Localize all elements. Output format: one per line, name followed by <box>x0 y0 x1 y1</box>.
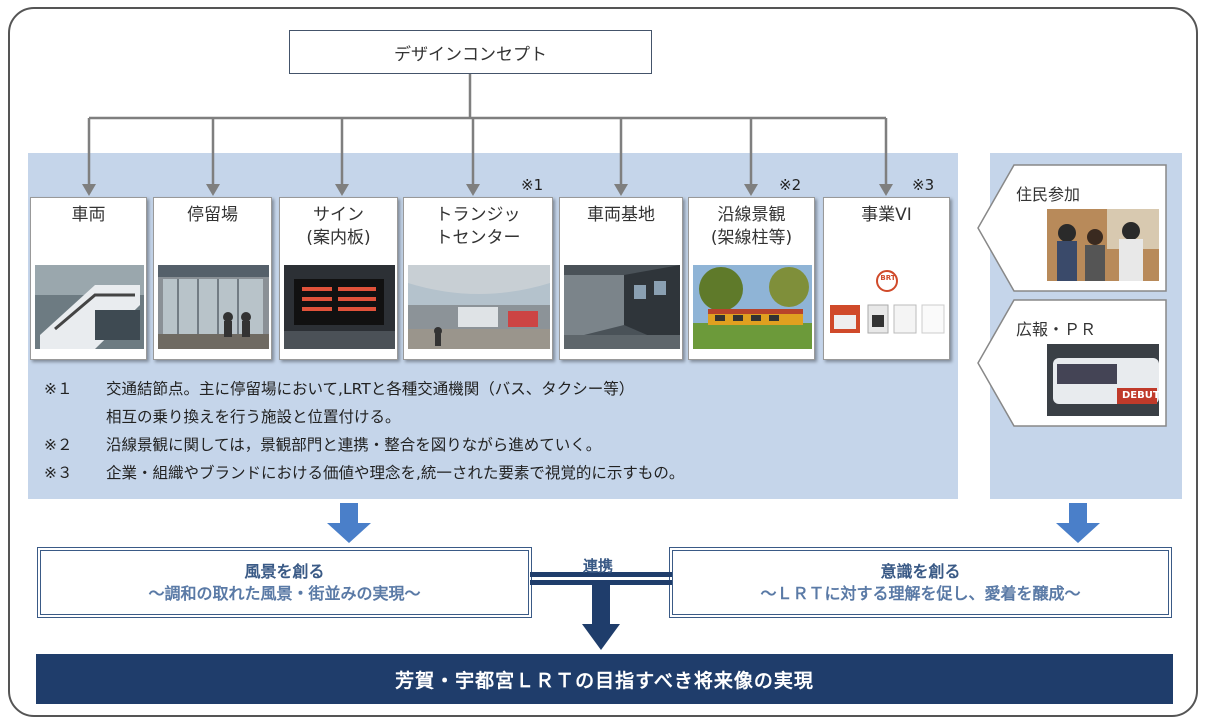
resident-participation-photo <box>1047 209 1159 281</box>
public-relations-photo <box>1047 344 1159 416</box>
note-mark: ※１ <box>44 380 73 398</box>
note-3: ※３ 企業・組織やブランドにおける価値や理念を,統一された要素で視覚的に示すもの。 <box>44 461 684 483</box>
note-text: 企業・組織やブランドにおける価値や理念を,統一された要素で視覚的に示すもの。 <box>106 464 685 482</box>
card-label: 停留場 <box>187 205 238 225</box>
result-box-awareness: 意識を創る ～ＬＲＴに対する理解を促し、愛着を醸成～ <box>669 547 1172 618</box>
card-label: トランジットセンター <box>435 205 521 248</box>
card-vehicle: 車両 <box>30 197 147 360</box>
card-sign: サイン(案内板) <box>279 197 398 360</box>
brt-logo-text: BRT <box>880 274 896 282</box>
note-mark: ※３ <box>44 464 73 482</box>
card-label: 車両 <box>71 205 106 225</box>
down-arrow-right <box>1056 503 1100 543</box>
sign-photo <box>284 265 395 349</box>
business-vi-photo <box>828 265 947 349</box>
transit-center-photo <box>408 265 550 349</box>
note-text: 交通結節点。主に停留場において,LRTと各種交通機関（バス、タクシー等） <box>106 380 635 398</box>
stop-photo <box>158 265 269 349</box>
note-mark: ※２ <box>44 436 73 454</box>
design-concept-box: デザインコンセプト <box>289 30 652 74</box>
card-label: 沿線景観(架線柱等) <box>710 205 793 248</box>
roadside-landscape-photo <box>693 265 812 349</box>
link-label: 連携 <box>583 557 614 575</box>
debut-text: DEBUT <box>1122 390 1160 401</box>
result-subtitle: ～調和の取れた風景・街並みの実現～ <box>148 584 421 603</box>
side-card-public-relations: 広報・ＰＲ DEBUT <box>976 298 1168 428</box>
card-stop: 停留場 <box>153 197 272 360</box>
result-box-landscape: 風景を創る ～調和の取れた風景・街並みの実現～ <box>37 547 532 618</box>
card-transit-center: トランジットセンター <box>403 197 553 360</box>
note-2: ※２ 沿線景観に関しては，景観部門と連携・整合を図りながら進めていく。 <box>44 433 601 455</box>
result-title: 意識を創る <box>880 562 961 581</box>
diagram-frame <box>8 7 1198 717</box>
link-connector <box>530 572 672 650</box>
card-depot: 車両基地 <box>559 197 683 360</box>
result-subtitle: ～ＬＲＴに対する理解を促し、愛着を醸成～ <box>760 584 1081 603</box>
note-1-cont: 相互の乗り換えを行う施設と位置付ける。 <box>44 405 401 427</box>
goal-banner: 芳賀・宇都宮ＬＲＴの目指すべき将来像の実現 <box>36 654 1173 704</box>
note-mark-1: ※1 <box>521 176 544 194</box>
note-text: 相互の乗り換えを行う施設と位置付ける。 <box>106 408 401 426</box>
side-card-resident-participation: 住民参加 <box>976 163 1168 293</box>
card-roadside-landscape: 沿線景観(架線柱等) <box>688 197 815 360</box>
result-title: 風景を創る <box>244 562 325 581</box>
card-label: 事業VI <box>861 205 912 225</box>
vehicle-photo <box>35 265 144 349</box>
note-text: 沿線景観に関しては，景観部門と連携・整合を図りながら進めていく。 <box>106 436 602 454</box>
note-mark-2: ※2 <box>779 176 802 194</box>
card-label: 車両基地 <box>587 205 655 225</box>
card-label: サイン(案内板) <box>306 205 371 248</box>
card-business-vi: 事業VI BRT <box>823 197 950 360</box>
note-1: ※１ 交通結節点。主に停留場において,LRTと各種交通機関（バス、タクシー等） <box>44 377 634 399</box>
down-arrow-left <box>327 503 371 543</box>
note-mark-3: ※3 <box>912 176 935 194</box>
depot-photo <box>564 265 680 349</box>
side-card-label: 住民参加 <box>1016 185 1081 204</box>
side-card-label: 広報・ＰＲ <box>1016 320 1097 339</box>
